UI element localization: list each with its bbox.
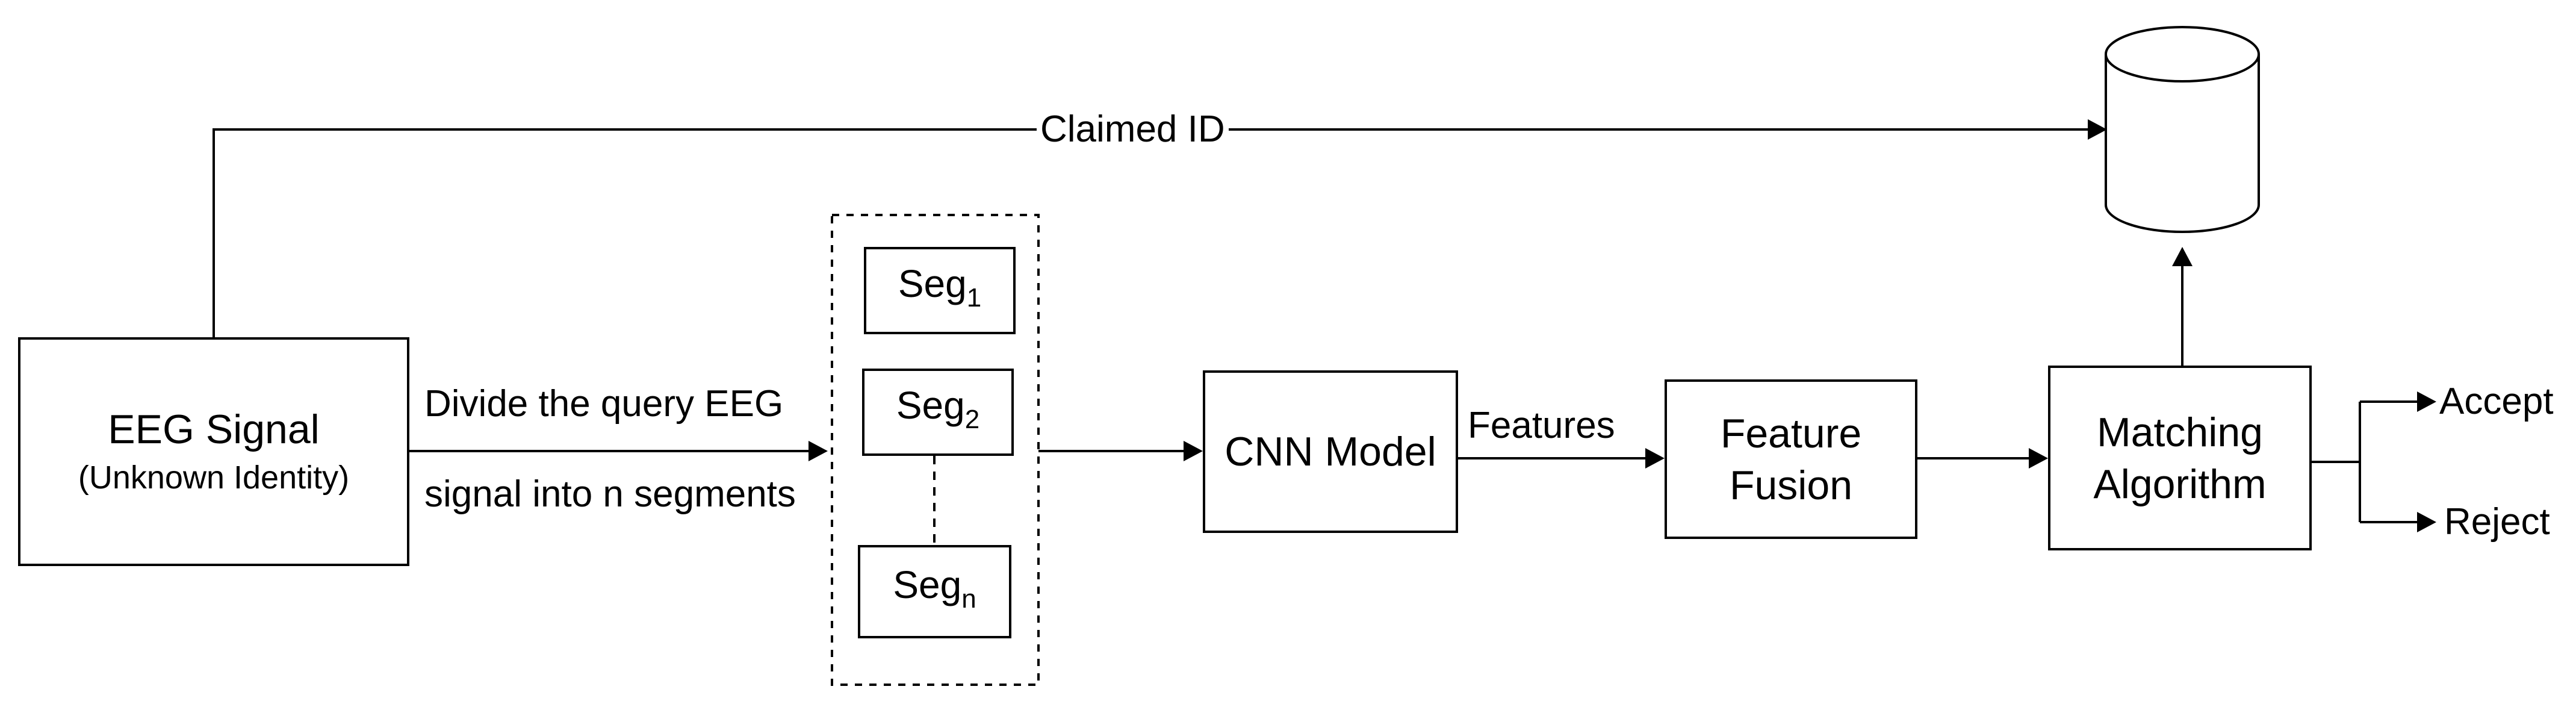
fusion-to-matching-arrowhead [2029, 448, 2048, 469]
segment-2-label: Seg [896, 383, 965, 427]
eeg-to-segments-arrowhead [808, 441, 828, 461]
matching-to-database-arrowhead [2172, 247, 2193, 266]
segment-1-box: Seg1 [864, 247, 1016, 334]
claimed-id-connector [213, 128, 2107, 337]
divide-label-line1: Divide the query EEG [424, 383, 784, 425]
segment-1-label: Seg [898, 261, 967, 305]
segment-2-subscript: 2 [964, 404, 980, 434]
reject-label: Reject [2444, 501, 2550, 543]
eeg-signal-box: EEG Signal (Unknown Identity) [18, 337, 409, 566]
segment-n-box: Segn [858, 545, 1011, 638]
cnn-model-label: CNN Model [1224, 429, 1436, 475]
matching-algorithm-box: Matching Algorithm [2048, 366, 2312, 550]
eeg-signal-title: EEG Signal [108, 406, 320, 452]
features-label: Features [1468, 405, 1615, 446]
feature-fusion-line2: Fusion [1729, 462, 1853, 508]
eeg-signal-subtitle: (Unknown Identity) [78, 459, 350, 496]
matching-algorithm-line2: Algorithm [2093, 461, 2267, 507]
segments-group [831, 214, 1040, 686]
cnn-to-fusion-arrowhead [1645, 448, 1665, 469]
segment-1-subscript: 1 [966, 282, 982, 313]
segment-2-box: Seg2 [862, 369, 1014, 456]
claimed-id-label: Claimed ID [1037, 108, 1229, 151]
segment-n-label: Seg [893, 562, 962, 606]
accept-arrowhead [2417, 391, 2436, 412]
segments-to-cnn-arrowhead [1184, 441, 1203, 461]
cnn-model-box: CNN Model [1203, 370, 1458, 533]
feature-fusion-box: Feature Fusion [1665, 379, 1917, 539]
matching-algorithm-line1: Matching [2097, 409, 2263, 455]
divide-label-line2: signal into n segments [424, 473, 796, 515]
reject-arrowhead [2417, 512, 2436, 532]
claimed-id-arrowhead [2088, 119, 2107, 140]
feature-fusion-line1: Feature [1720, 410, 1862, 456]
accept-label: Accept [2439, 381, 2554, 422]
database-cylinder-icon [2105, 26, 2260, 233]
segment-n-subscript: n [961, 584, 976, 614]
